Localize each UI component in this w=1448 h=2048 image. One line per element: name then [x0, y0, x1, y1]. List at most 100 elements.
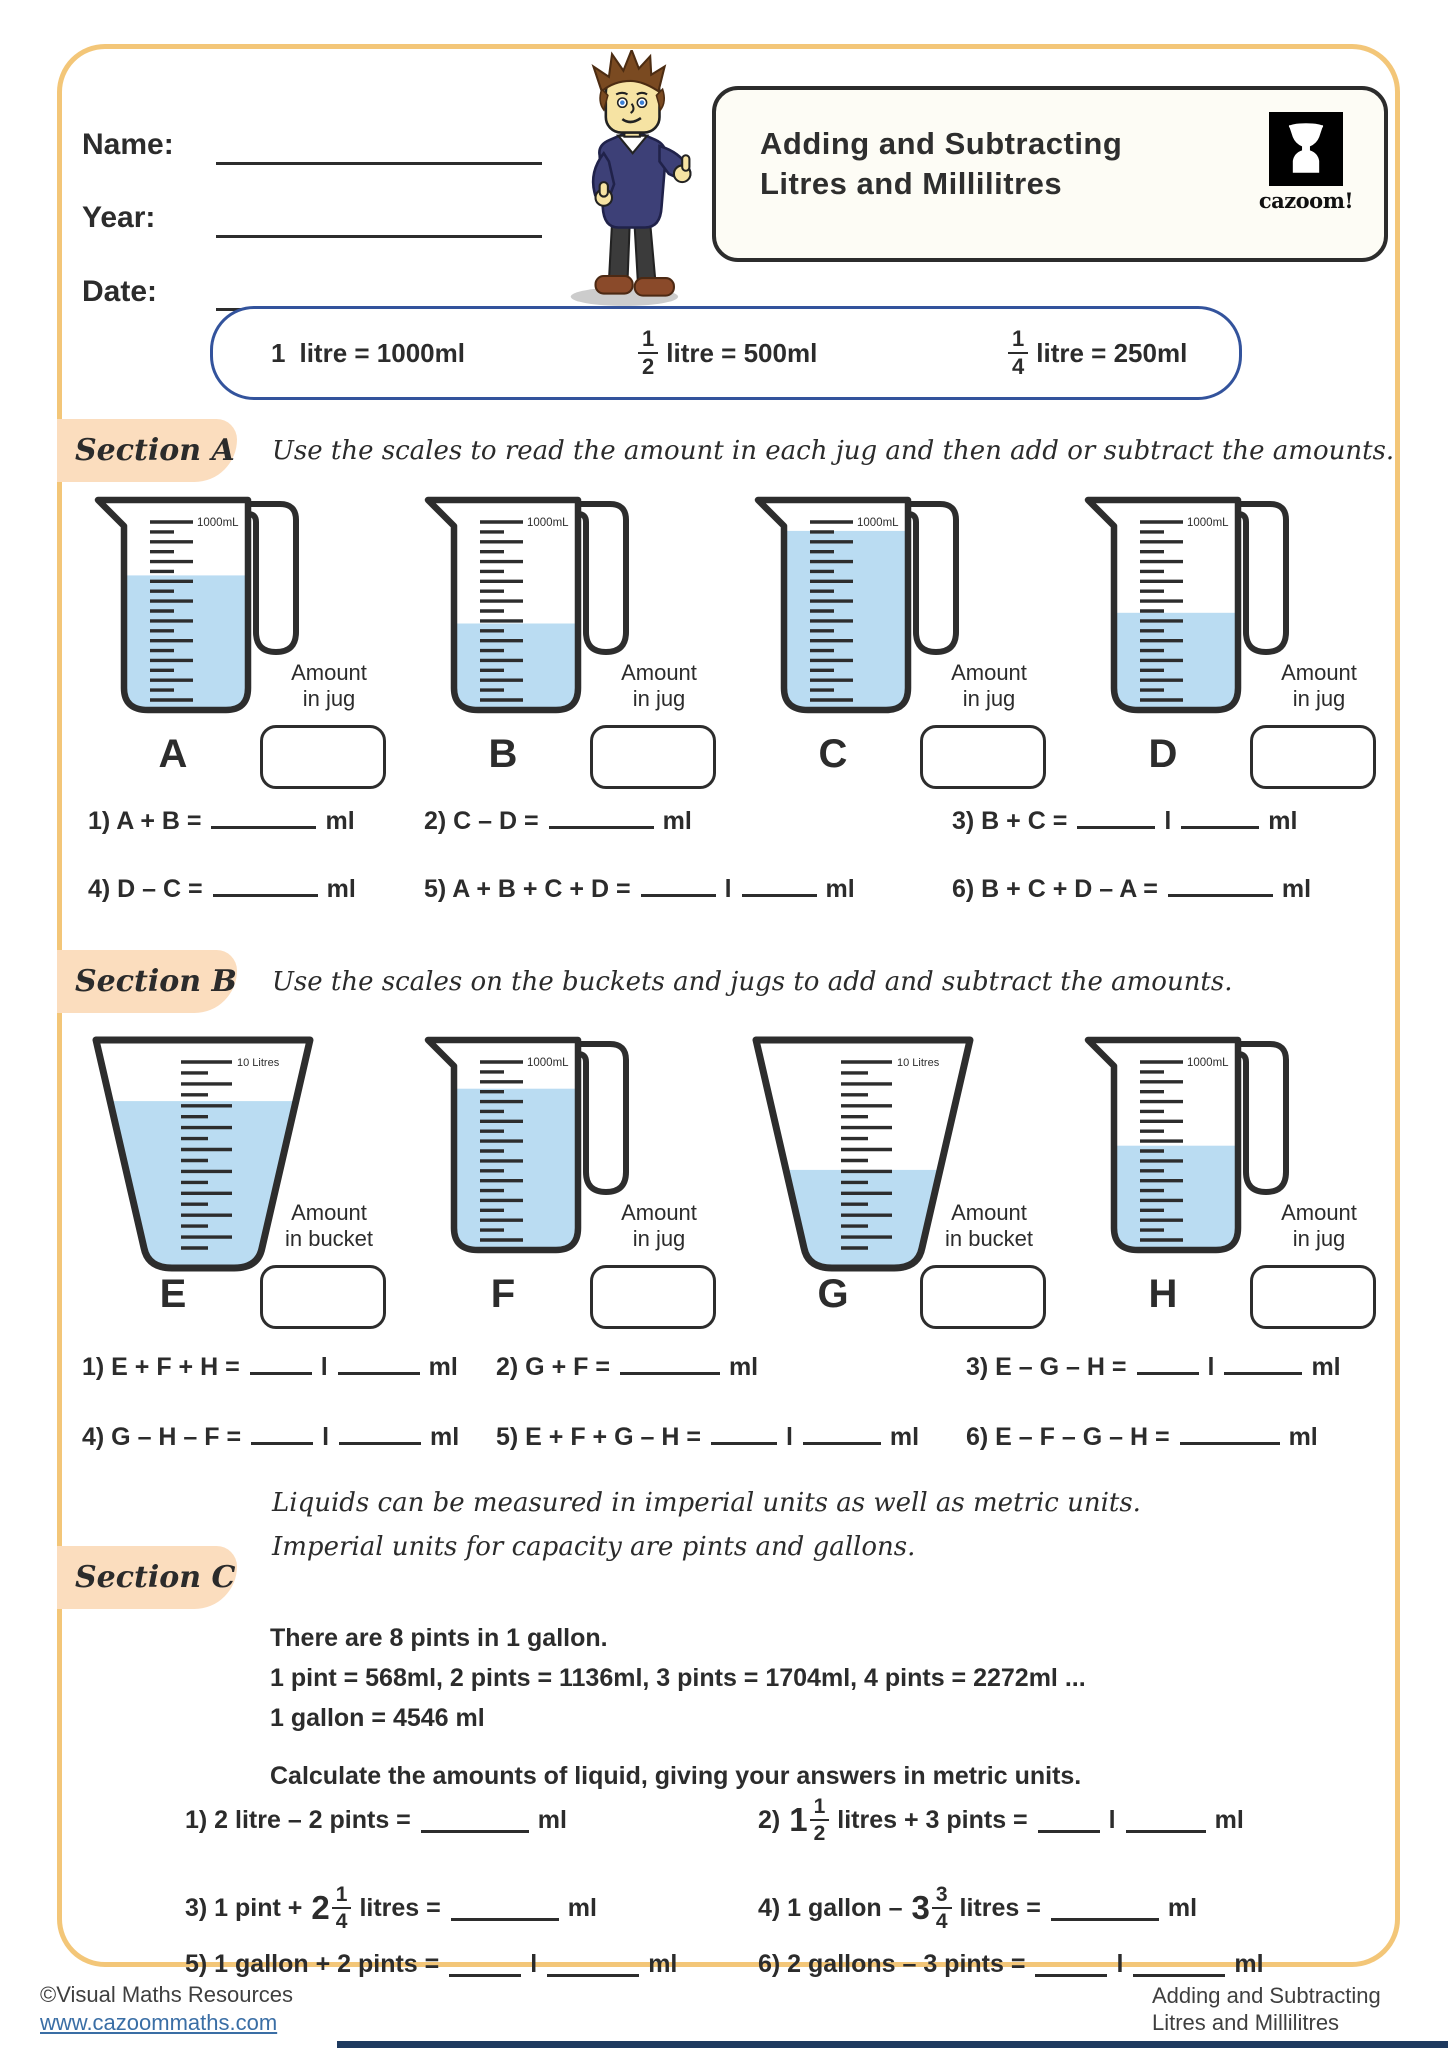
- answer-box-h[interactable]: [1250, 1265, 1376, 1329]
- section-b-instruction: Use the scales on the buckets and jugs t…: [272, 967, 1233, 997]
- question-text: ml: [1288, 1423, 1318, 1451]
- question-text: 2) C – D =: [424, 807, 539, 835]
- vessel-letter-c: C: [818, 732, 848, 776]
- answer-blank[interactable]: [212, 872, 318, 897]
- answer-box-b[interactable]: [590, 725, 716, 789]
- name-input-line[interactable]: [216, 162, 542, 165]
- section-c-instruction-line1: Liquids can be measured in imperial unit…: [272, 1488, 1141, 1518]
- question-text: 3) E – G – H =: [966, 1353, 1127, 1381]
- answer-box-g[interactable]: [920, 1265, 1046, 1329]
- section-c-label: Section C: [57, 1546, 237, 1609]
- answer-blank[interactable]: [450, 1896, 559, 1921]
- answer-blank[interactable]: [1050, 1896, 1159, 1921]
- jug-graphic-c: 1000mL: [746, 492, 961, 725]
- answer-blank[interactable]: [1077, 804, 1156, 829]
- question-text: 4) D – C =: [88, 875, 203, 903]
- answer-blank[interactable]: [1179, 1420, 1280, 1445]
- answer-box-c[interactable]: [920, 725, 1046, 789]
- answer-blank[interactable]: [1037, 1808, 1100, 1833]
- answer-box-e[interactable]: [260, 1265, 386, 1329]
- answer-blank[interactable]: [251, 1420, 314, 1445]
- question-text: ml: [326, 875, 356, 903]
- section-a-label: Section A: [57, 419, 237, 482]
- question-text: l: [1108, 1805, 1116, 1834]
- year-input-line[interactable]: [216, 235, 542, 238]
- cazoom-logo: cazoom!: [1258, 112, 1354, 213]
- mascot-boy-illustration: [550, 47, 705, 313]
- question-text: 5) A + B + C + D =: [424, 875, 631, 903]
- svg-text:1000mL: 1000mL: [1187, 1057, 1229, 1069]
- question-text: ml: [428, 1353, 458, 1381]
- jug-graphic-b: 1000mL: [416, 492, 631, 725]
- answer-blank[interactable]: [339, 1420, 422, 1445]
- answer-box-a[interactable]: [260, 725, 386, 789]
- footer-website-link[interactable]: www.cazoommaths.com: [40, 2010, 278, 2035]
- answer-blank[interactable]: [802, 1420, 881, 1445]
- question-text: 5) E + F + G – H =: [496, 1423, 701, 1451]
- question-text: 5) 1 gallon + 2 pints =: [185, 1949, 440, 1978]
- question-text: 4) 1 gallon –: [758, 1893, 903, 1922]
- question-text: ml: [1214, 1805, 1244, 1834]
- question-text: l: [1116, 1949, 1124, 1978]
- worksheet-title: Adding and Subtracting Litres and Millil…: [760, 124, 1122, 204]
- answer-blank[interactable]: [420, 1808, 529, 1833]
- question-text: ml: [889, 1423, 920, 1451]
- jug-graphic-f: 1000mL: [416, 1032, 631, 1265]
- answer-blank[interactable]: [449, 1952, 522, 1977]
- jug-graphic-d: 1000mL: [1076, 492, 1291, 725]
- answer-blank[interactable]: [547, 1952, 640, 1977]
- question-text: 1) A + B =: [88, 807, 202, 835]
- answer-blank[interactable]: [1181, 804, 1260, 829]
- answer-blank[interactable]: [211, 804, 317, 829]
- question-text: ml: [728, 1353, 759, 1381]
- answer-blank[interactable]: [337, 1350, 420, 1375]
- answer-blank[interactable]: [710, 1420, 777, 1445]
- question: 4) D – C = ml: [88, 872, 365, 904]
- answer-blank[interactable]: [1167, 872, 1273, 897]
- question-text: 6) 2 gallons – 3 pints =: [758, 1949, 1026, 1978]
- question: 1) 2 litre – 2 pints =ml: [185, 1786, 576, 1854]
- answer-blank[interactable]: [249, 1350, 312, 1375]
- question-text: ml: [325, 807, 355, 835]
- answer-blank[interactable]: [548, 804, 654, 829]
- vessel-letter-e: E: [159, 1272, 187, 1316]
- question: 2) G + F =ml: [496, 1350, 767, 1382]
- question-text: ml: [567, 1893, 597, 1922]
- vessel-letter-g: G: [817, 1272, 849, 1316]
- answer-blank[interactable]: [1224, 1350, 1303, 1375]
- answer-blank[interactable]: [1125, 1808, 1206, 1833]
- answer-box-d[interactable]: [1250, 725, 1376, 789]
- question-text: 1) 2 litre – 2 pints =: [185, 1805, 411, 1834]
- bottom-accent-bar: [337, 2041, 1448, 2048]
- answer-blank[interactable]: [619, 1350, 720, 1375]
- question-text: ml: [648, 1949, 678, 1978]
- answer-blank[interactable]: [640, 872, 716, 897]
- title-line2: Litres and Millilitres: [760, 166, 1063, 201]
- vessel-letter-f: F: [490, 1272, 516, 1316]
- answer-blank[interactable]: [1136, 1350, 1199, 1375]
- question-text: ml: [430, 1423, 460, 1451]
- answer-blank[interactable]: [1035, 1952, 1108, 1977]
- answer-box-f[interactable]: [590, 1265, 716, 1329]
- bucket-graphic-e: 10 Litres: [86, 1032, 321, 1279]
- footer-title-line1: Adding and Subtracting: [1152, 1983, 1381, 2008]
- jug-graphic-a: 1000mL: [86, 492, 301, 725]
- answer-blank[interactable]: [741, 872, 817, 897]
- answer-blank[interactable]: [1133, 1952, 1226, 1977]
- question-text: ml: [1268, 807, 1298, 835]
